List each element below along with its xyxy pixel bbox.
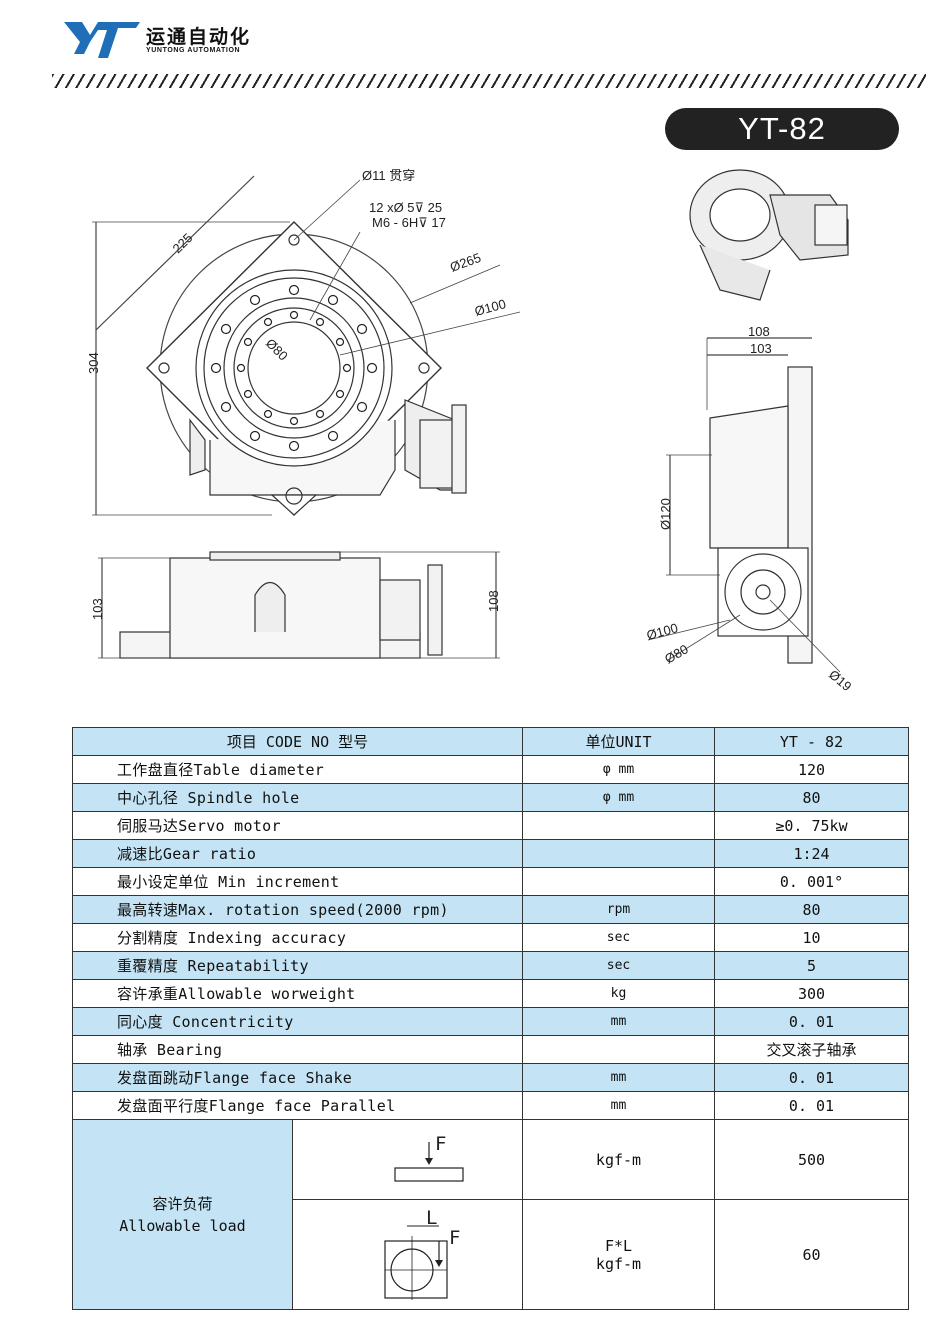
force-f2-label: F: [449, 1227, 460, 1249]
brand-name-en: YUNTONG AUTOMATION: [146, 46, 241, 54]
axial-load-icon: F: [394, 1133, 464, 1182]
load-label-cn: 容许负荷: [152, 1194, 213, 1213]
load-label-en: Allowable load: [119, 1216, 246, 1235]
dim-h108: 108: [486, 590, 501, 612]
axial-load-diagram: F: [292, 1119, 523, 1200]
label-holes-1: 12 xØ 5⊽ 25: [369, 200, 442, 215]
dim-h103: 103: [90, 598, 105, 620]
header-model: YT - 82: [714, 727, 909, 756]
force-f-label: F: [435, 1133, 446, 1155]
technical-drawing: 225 304 Ø11 贯穿 12 xØ 5⊽ 25 M6 - 6H⊽ 17 Ø…: [86, 168, 855, 694]
moment-unit-line1: F*L: [604, 1236, 633, 1255]
axial-value: 500: [714, 1119, 909, 1200]
moment-unit: F*L kgf-m: [522, 1199, 715, 1310]
length-l-label: L: [426, 1207, 437, 1229]
yt-logo-icon: [64, 22, 140, 58]
moment-value: 60: [714, 1199, 909, 1310]
label-holes-2: M6 - 6H⊽ 17: [372, 215, 446, 230]
side-view: [647, 337, 841, 673]
iso-view: [689, 169, 849, 301]
header-unit: 单位UNIT: [522, 727, 715, 756]
dim-w103: 103: [750, 341, 772, 356]
moment-load-icon: L F: [384, 1207, 460, 1300]
label-d265: Ø265: [448, 250, 483, 275]
label-thru-hole: Ø11 贯穿: [362, 168, 415, 183]
hatch-divider: [52, 74, 926, 88]
dim-d100: Ø100: [645, 620, 680, 643]
table-row: 伺服马达Servo motor≥0. 75kw: [72, 811, 909, 840]
axial-unit: kgf-m: [522, 1119, 715, 1200]
brand-logo: 运通自动化 YUNTONG AUTOMATION: [64, 22, 251, 58]
dim-d120: Ø120: [658, 498, 673, 530]
dim-w108: 108: [748, 324, 770, 339]
spec-table: 项目 CODE NO 型号 单位UNIT YT - 82 工作盘直径Table …: [72, 727, 909, 1310]
label-d100: Ø100: [473, 296, 508, 319]
dim-304: 304: [86, 352, 101, 374]
header-item: 项目 CODE NO 型号: [72, 727, 523, 756]
dim-d80: Ø80: [662, 641, 691, 666]
load-label: 容许负荷 Allowable load: [72, 1119, 293, 1310]
moment-unit-line2: kgf-m: [595, 1254, 642, 1273]
load-row-moment: L F F*L kgf-m 60: [73, 1199, 909, 1310]
load-row-axial: 容许负荷 Allowable load F kgf-m 500: [72, 1119, 909, 1310]
brand-name-cn: 运通自动化: [146, 25, 252, 48]
dim-225: 225: [170, 230, 196, 256]
model-badge: YT-82: [665, 108, 899, 150]
bolt-circle: [210, 284, 378, 452]
table-header: 项目 CODE NO 型号 单位UNIT YT - 82: [72, 727, 909, 756]
dim-d19: Ø19: [826, 667, 854, 694]
front-view: [98, 551, 500, 659]
top-view: [92, 175, 521, 516]
moment-load-diagram: L F: [292, 1199, 523, 1310]
